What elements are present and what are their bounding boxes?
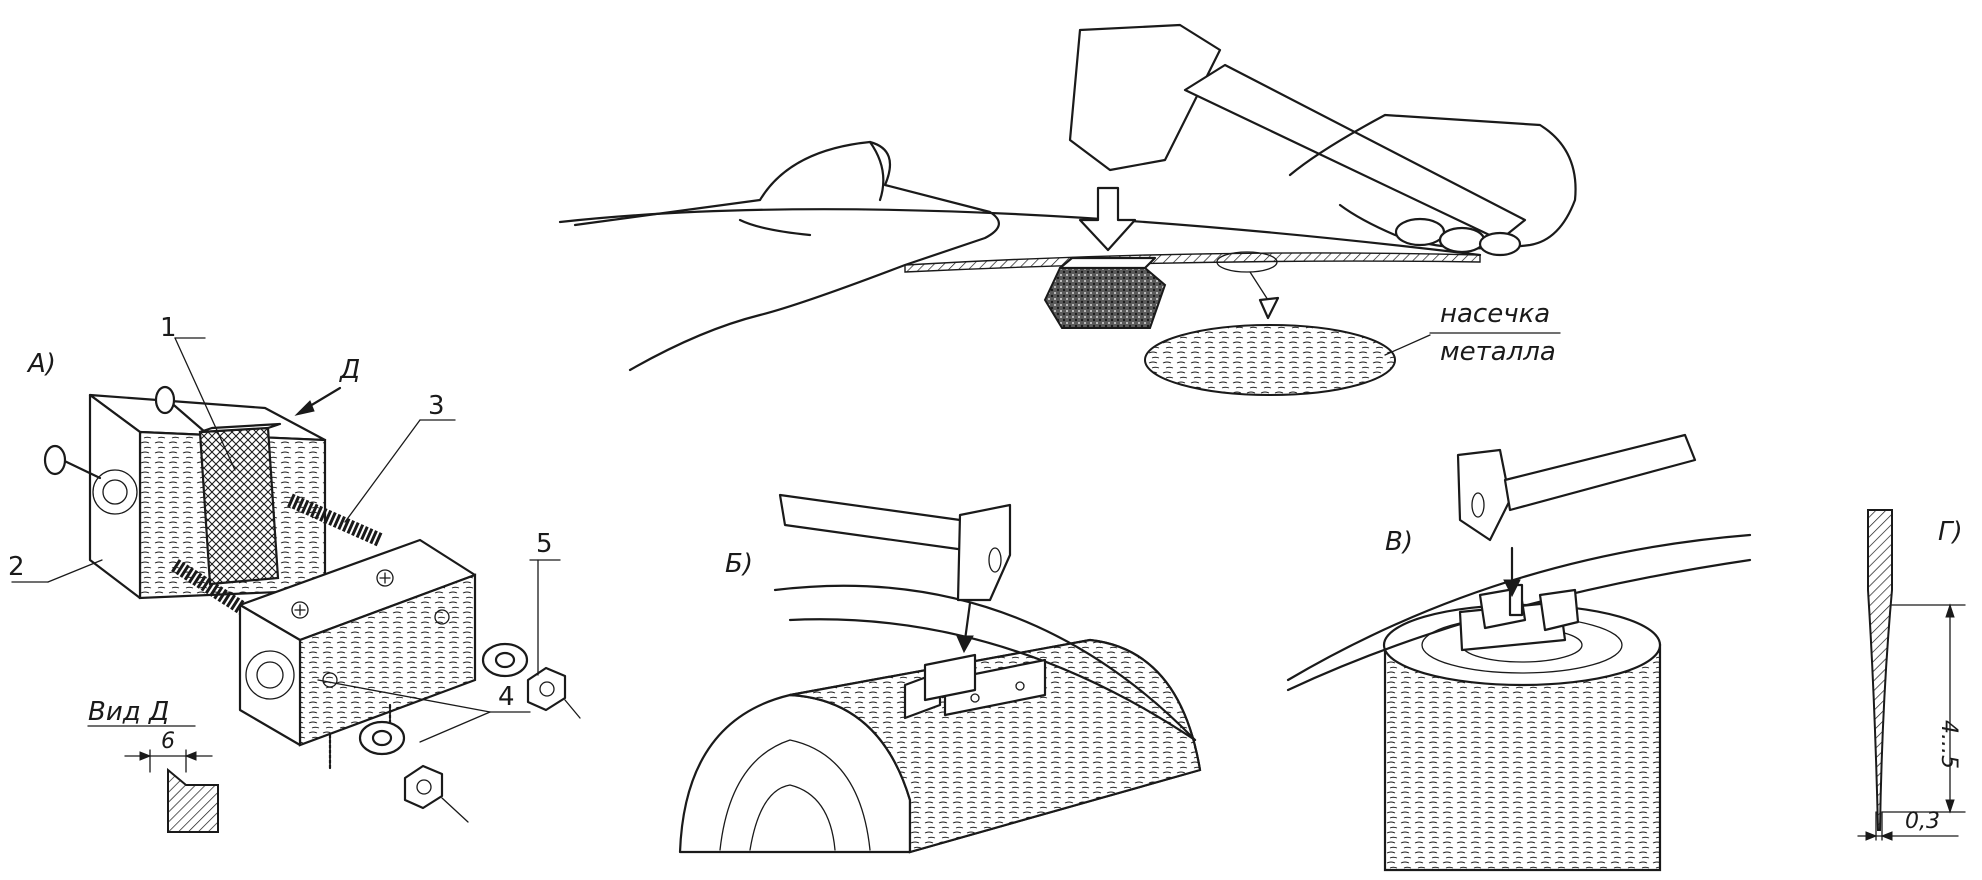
panel-v-stump: В): [1286, 433, 1752, 872]
hammer-b: [778, 493, 1012, 602]
front-wooden-block: [238, 538, 477, 747]
label-fig-v: В): [1385, 527, 1413, 557]
dim-edge-length: 4...5: [1936, 720, 1961, 769]
callout-2-label: 2: [8, 552, 25, 582]
callout-3: 3: [344, 391, 456, 523]
label-view-title: Вид Д: [88, 697, 169, 727]
callout-4-label: 4: [498, 682, 515, 712]
label-fig-b: Б): [725, 549, 753, 579]
washer-left: [358, 720, 406, 756]
left-hand: [573, 140, 1000, 372]
callout-5: 5: [529, 529, 561, 676]
label-view-arrow: Д: [339, 355, 360, 385]
right-hand: [1288, 113, 1577, 257]
threaded-rod-upper: [287, 493, 383, 547]
dim-edge-thickness: 0,3: [1905, 809, 1940, 834]
callout-3-label: 3: [428, 391, 445, 421]
dim-view-width: 6: [161, 729, 175, 754]
nut-right: [526, 666, 581, 719]
detail-magnifier: [1144, 251, 1396, 396]
jig-b: [903, 653, 1047, 720]
nut-left: [403, 764, 469, 823]
view-direction-arrow: Д: [294, 355, 360, 416]
hammer-v: [1456, 433, 1697, 542]
label-fig-a: А): [26, 349, 56, 379]
callout-1: 1: [160, 313, 236, 471]
screw-lower: [43, 444, 102, 480]
label-fig-g: Г): [1938, 517, 1963, 547]
jig-v: [1458, 583, 1580, 652]
threaded-rod-lower: [171, 559, 249, 616]
panel-top-peening: насечка металла: [558, 23, 1577, 396]
anvil-block: [1043, 256, 1167, 329]
abrasive-bar: [198, 422, 282, 586]
callout-5-label: 5: [536, 529, 553, 559]
arrow-v: [1503, 546, 1521, 598]
view-d: Вид Д 6: [87, 697, 219, 833]
washer-right: [481, 642, 529, 678]
blade-b: [773, 584, 1197, 742]
hammer-top: [1068, 23, 1527, 242]
annotation-line1: насечка: [1440, 299, 1550, 329]
half-log: [678, 638, 1202, 854]
callout-2: 2: [8, 552, 103, 583]
panel-b-half-log: Б): [678, 493, 1202, 854]
arrow-b: [956, 601, 974, 654]
strike-arrow: [1078, 186, 1137, 252]
metal-notch-annotation: насечка металла: [1384, 299, 1561, 367]
scythe-blade: [558, 208, 1482, 273]
callout-1-label: 1: [160, 313, 177, 343]
panel-a-clamp: А) Д: [8, 313, 581, 833]
callout-4: 4: [317, 679, 531, 743]
annotation-line2: металла: [1440, 337, 1556, 367]
panel-g-profile: Г) 4...5 0,3: [1857, 509, 1966, 841]
